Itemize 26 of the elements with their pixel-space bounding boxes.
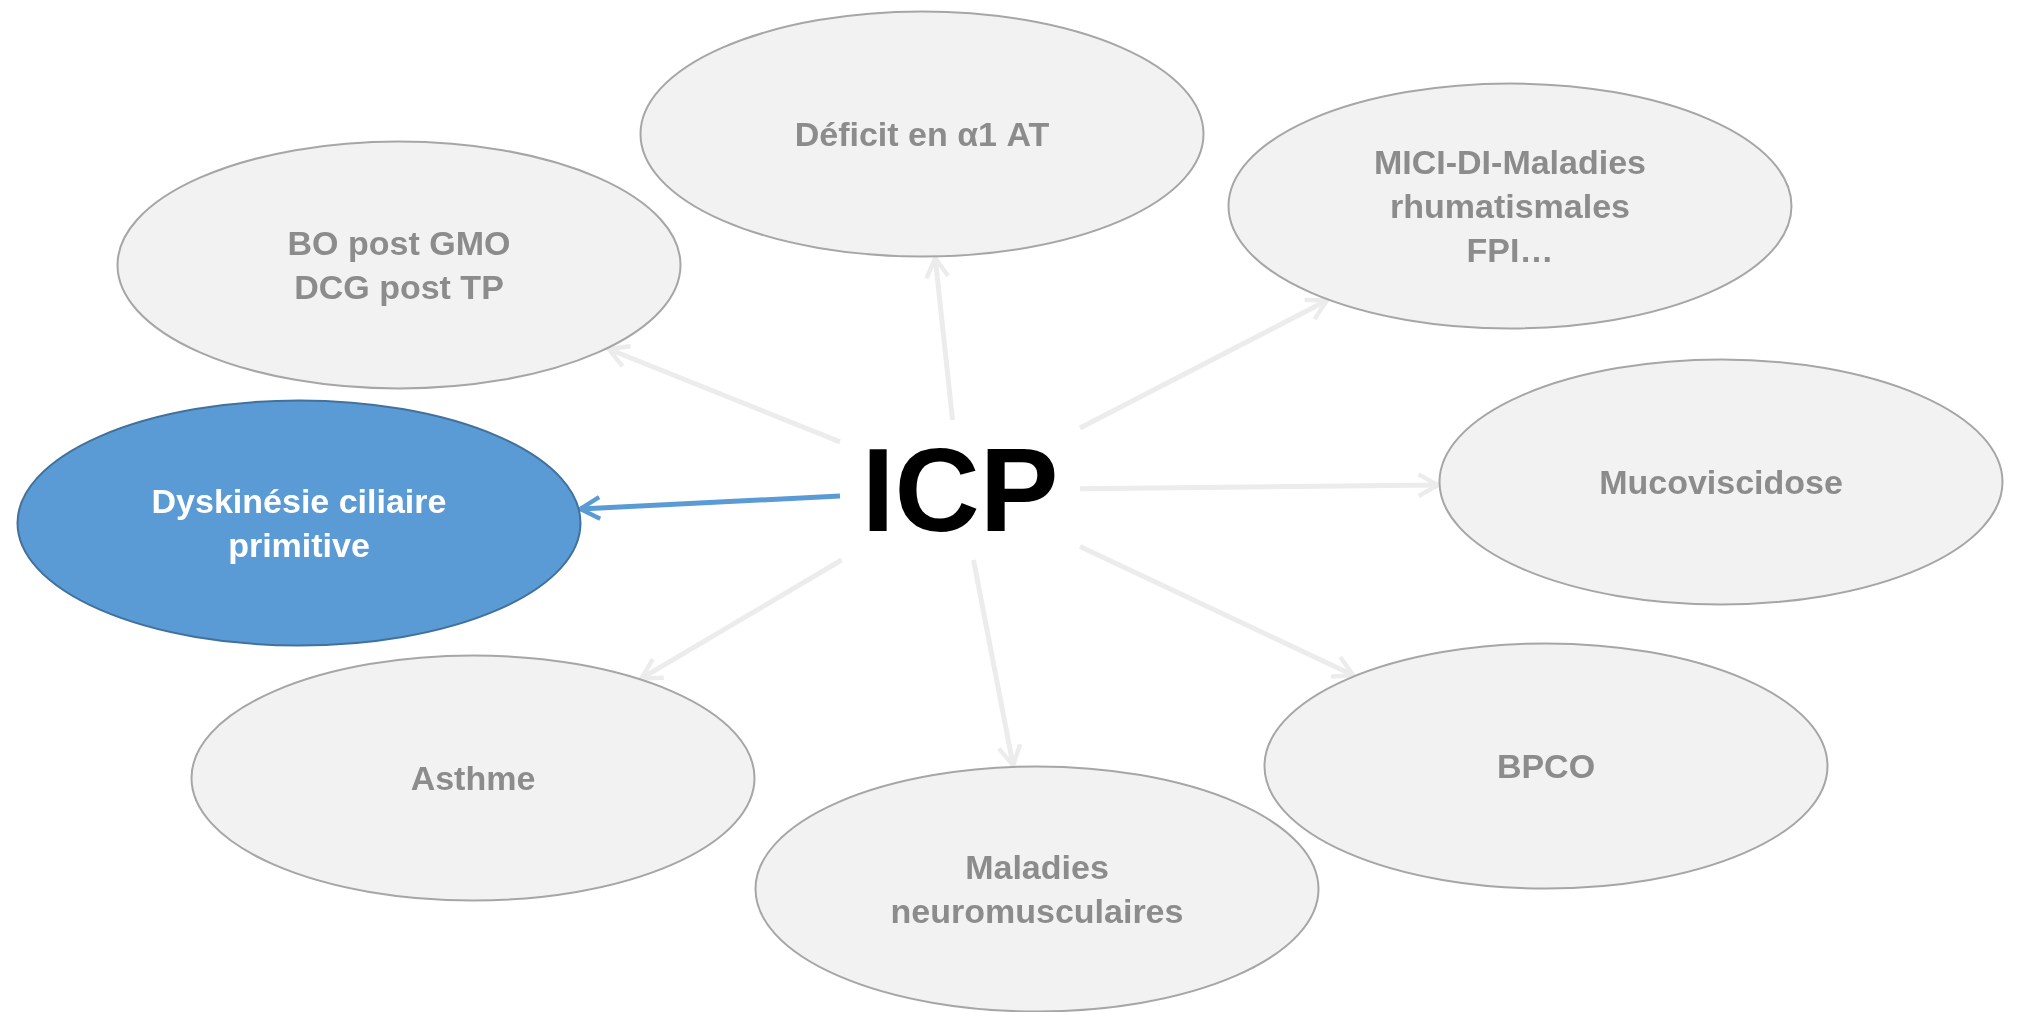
- ellipse: [1263, 642, 1829, 890]
- ellipse: [639, 10, 1205, 258]
- ellipse-label: FPI…: [1466, 230, 1554, 272]
- ellipse-label: MICI-DI-Maladies rhumatismales: [1372, 141, 1647, 227]
- highlighted-ellipse: [16, 399, 582, 647]
- ellipse-label: Mucoviscidose: [1599, 461, 1843, 503]
- ellipse-label: BPCO: [1496, 745, 1596, 787]
- ellipse: [1227, 82, 1793, 330]
- arrow: [1079, 472, 1441, 499]
- arrow: [1078, 544, 1356, 679]
- arrow: [971, 559, 1023, 768]
- ellipse-label: Dyskinésie ciliaire primitive: [150, 480, 448, 566]
- arrow: [578, 493, 841, 521]
- arrow: [1078, 297, 1330, 431]
- arrow: [606, 344, 841, 445]
- ellipse-label: Asthme: [410, 757, 536, 799]
- ellipse: [116, 140, 682, 390]
- ellipse-label: Maladies neuromusculaires: [889, 846, 1185, 932]
- arrow: [639, 557, 843, 681]
- ellipse-label: DCG post TP: [294, 267, 504, 308]
- ellipse: [1438, 358, 2004, 606]
- arrow: [924, 255, 955, 421]
- ellipse: [190, 654, 756, 902]
- ellipse-label: Déficit en α1 AT: [794, 113, 1050, 155]
- center-title: ICP: [861, 431, 1059, 549]
- ellipse-label: BO post GMO: [287, 222, 511, 264]
